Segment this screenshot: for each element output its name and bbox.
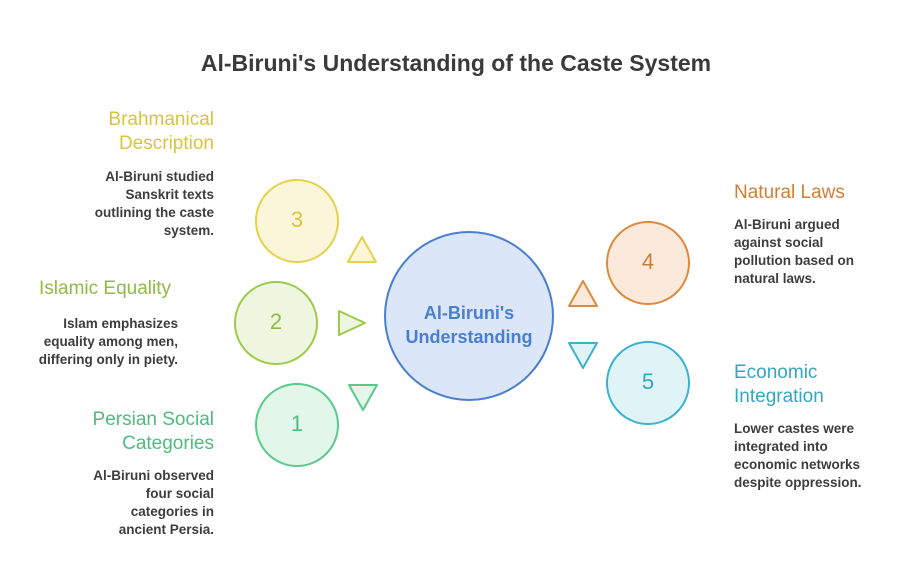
node-2-desc-line: equality among men, xyxy=(43,334,178,349)
node-5-desc-line: integrated into xyxy=(734,439,828,454)
node-1-desc-line: categories in xyxy=(130,504,214,519)
node-2-arrow-icon xyxy=(338,310,366,336)
node-2-number: 2 xyxy=(269,309,283,334)
node-4-desc-line: natural laws. xyxy=(734,271,816,286)
node-5-desc-line: despite oppression. xyxy=(734,475,862,490)
node-1-heading: Persian Social Categories xyxy=(40,408,214,456)
node-5-desc-line: Lower castes were xyxy=(734,421,855,436)
node-4-desc-line: Al-Biruni argued xyxy=(734,217,840,232)
node-1-description: Al-Biruni observed four social categorie… xyxy=(34,467,214,539)
node-5-heading-line1: Economic xyxy=(734,362,818,383)
node-2-desc-line: differing only in piety. xyxy=(38,352,178,367)
center-circle xyxy=(384,231,554,401)
node-4-arrow-icon xyxy=(568,280,598,307)
node-5-circle xyxy=(606,341,690,425)
node-4-heading-line1: Natural Laws xyxy=(734,182,845,203)
node-2-heading: Islamic Equality xyxy=(39,277,209,301)
node-3-heading: Brahmanical Description xyxy=(40,108,214,156)
node-4-desc-line: against social xyxy=(734,235,824,250)
node-5-arrow-icon xyxy=(568,342,598,369)
node-3-heading-line1: Brahmanical xyxy=(108,109,214,130)
node-4-heading: Natural Laws xyxy=(734,181,904,205)
node-5-description: Lower castes were integrated into econom… xyxy=(734,420,908,492)
node-1-circle xyxy=(255,383,339,467)
center-label-line2: Understanding xyxy=(405,327,533,347)
node-3-desc-line: Sanskrit texts xyxy=(125,187,214,202)
node-3-desc-line: Al-Biruni studied xyxy=(105,169,214,184)
node-3-arrow-icon xyxy=(347,236,377,263)
node-2-heading-line1: Islamic Equality xyxy=(39,278,171,299)
node-5-heading-line2: Integration xyxy=(734,386,824,407)
node-1-desc-line: Al-Biruni observed xyxy=(93,468,214,483)
node-5-desc-line: economic networks xyxy=(734,457,861,472)
node-5-heading: Economic Integration xyxy=(734,361,904,409)
node-1-heading-line1: Persian Social xyxy=(92,409,214,430)
node-3-circle xyxy=(255,179,339,263)
node-1-desc-line: ancient Persia. xyxy=(118,522,214,537)
node-2-desc-line: Islam emphasizes xyxy=(63,316,178,331)
node-1-heading-line2: Categories xyxy=(122,433,214,454)
node-3-number: 3 xyxy=(290,207,304,232)
node-3-desc-line: outlining the caste xyxy=(94,205,214,220)
node-2-description: Islam emphasizes equality among men, dif… xyxy=(10,315,178,369)
center-label-line1: Al-Biruni's xyxy=(423,303,515,323)
node-3-description: Al-Biruni studied Sanskrit texts outlini… xyxy=(34,168,214,240)
node-4-circle xyxy=(606,221,690,305)
center-label: Al-Biruni's Understanding xyxy=(385,301,553,349)
node-3-heading-line2: Description xyxy=(118,133,214,154)
node-4-description: Al-Biruni argued against social pollutio… xyxy=(734,216,904,288)
node-1-number: 1 xyxy=(290,411,304,436)
page-title: Al-Biruni's Understanding of the Caste S… xyxy=(200,50,712,76)
node-1-desc-line: four social xyxy=(145,486,214,501)
node-1-arrow-icon xyxy=(348,384,378,411)
node-4-desc-line: pollution based on xyxy=(734,253,854,268)
node-5-number: 5 xyxy=(641,369,655,394)
node-4-number: 4 xyxy=(641,249,655,274)
node-2-circle xyxy=(234,281,318,365)
node-3-desc-line: system. xyxy=(163,223,214,238)
